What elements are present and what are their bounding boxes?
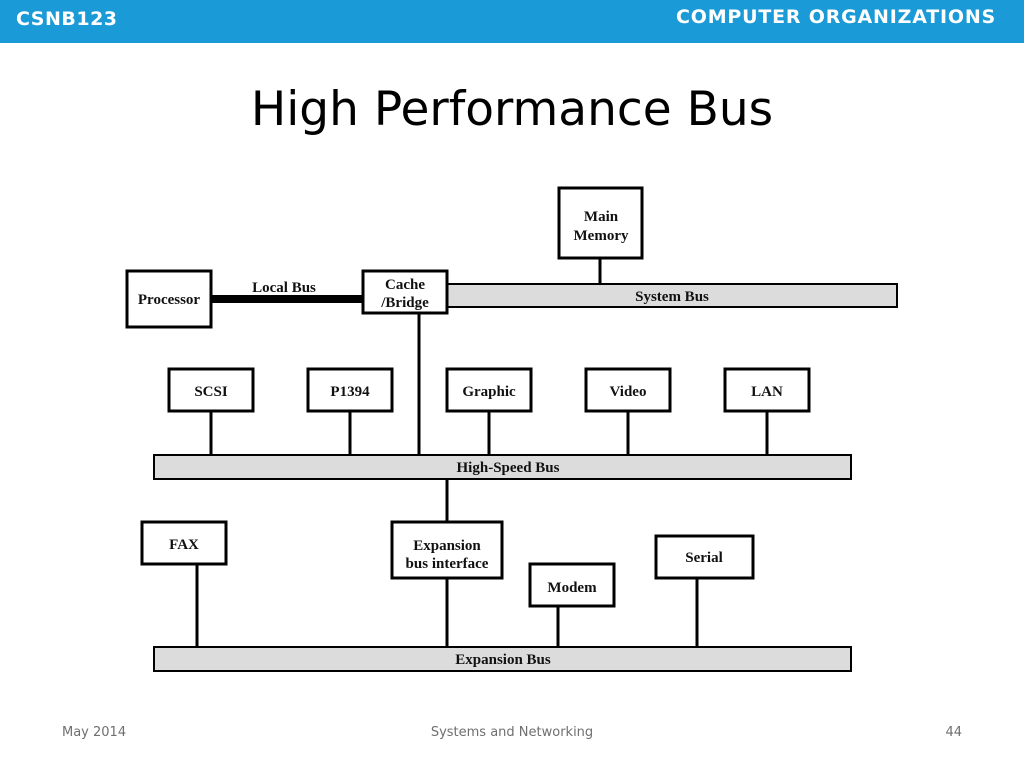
- video-label: Video: [610, 384, 647, 400]
- modem-label: Modem: [547, 580, 597, 596]
- cache-label-2: /Bridge: [380, 295, 429, 311]
- cache-bridge-box: [361, 269, 449, 315]
- expansion-bus-label: Expansion Bus: [455, 652, 551, 668]
- p1394-box: [306, 367, 394, 413]
- local-bus-line: [210, 295, 364, 303]
- expansion-interface-label-2: bus interface: [406, 556, 489, 572]
- course-code: CSNB123: [16, 8, 118, 30]
- fax-box: [140, 520, 228, 566]
- expansion-bus: [153, 646, 852, 672]
- scsi-box: [167, 367, 255, 413]
- footer-topic: Systems and Networking: [430, 725, 594, 740]
- main-memory-label-2: Memory: [574, 228, 629, 244]
- course-name: COMPUTER ORGANIZATIONS: [676, 6, 996, 28]
- cache-label-1: Cache: [385, 277, 425, 293]
- footer-date: May 2014: [62, 725, 127, 740]
- video-box: [584, 367, 672, 413]
- graphic-box: [445, 367, 533, 413]
- p1394-label: P1394: [330, 384, 370, 400]
- scsi-label: SCSI: [194, 384, 228, 400]
- processor-label: Processor: [138, 292, 201, 308]
- high-speed-bus-label: High-Speed Bus: [457, 460, 560, 476]
- high-speed-bus: [153, 454, 852, 480]
- local-bus-label: Local Bus: [252, 280, 316, 296]
- serial-box: [654, 534, 755, 580]
- expansion-interface-box: [390, 520, 504, 580]
- fax-label: FAX: [169, 537, 199, 553]
- main-memory-label-1: Main: [584, 209, 619, 225]
- modem-box: [528, 562, 616, 608]
- system-bus-label: System Bus: [635, 289, 709, 305]
- expansion-interface-label-1: Expansion: [413, 538, 481, 554]
- serial-label: Serial: [685, 550, 723, 566]
- slide-title: High Performance Bus: [250, 82, 774, 137]
- header-bar: CSNB123 COMPUTER ORGANIZATIONS: [0, 0, 1024, 43]
- main-memory-box: [557, 186, 644, 260]
- processor-box: [125, 269, 213, 329]
- graphic-label: Graphic: [462, 384, 516, 400]
- lan-box: [723, 367, 811, 413]
- footer-page-number: 44: [945, 725, 962, 740]
- lan-label: LAN: [751, 384, 783, 400]
